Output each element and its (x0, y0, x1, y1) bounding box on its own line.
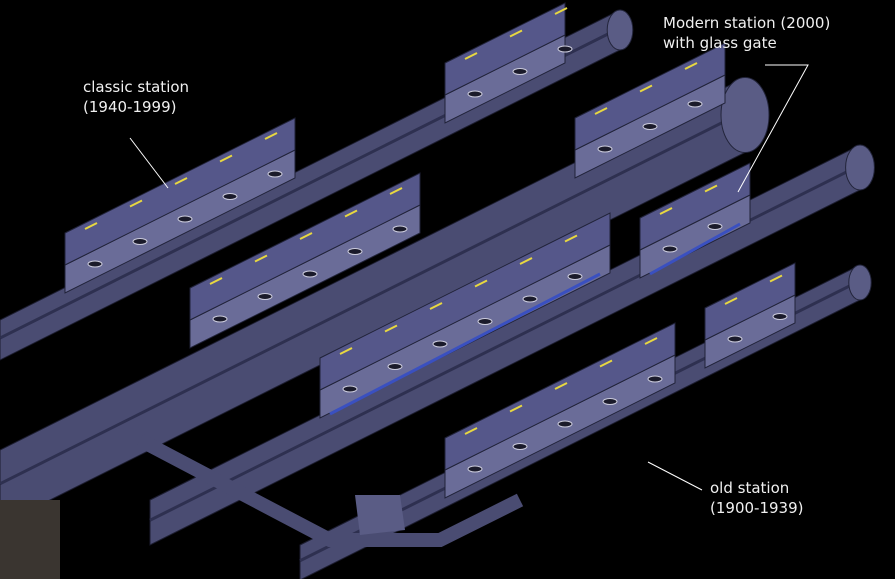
ceiling-light (474, 279, 488, 288)
shaft (355, 495, 405, 535)
ceiling-light (174, 177, 188, 185)
ceiling-light (519, 257, 533, 265)
platform-sign (647, 375, 663, 383)
ceiling-light (344, 209, 358, 218)
ceiling-light (254, 254, 268, 263)
ceiling-light (554, 7, 568, 15)
ground-block (0, 500, 60, 579)
platform-sign (567, 273, 583, 280)
platform-sign (597, 145, 613, 153)
tunnel-1-portal (606, 9, 634, 51)
platform-sign (707, 223, 723, 230)
ceiling-light (644, 337, 658, 345)
platform-sign (512, 68, 528, 75)
ceiling-light (429, 302, 443, 310)
platform-sign (132, 238, 148, 245)
tunnel-3-portal (845, 144, 875, 191)
arrow-classic (129, 137, 169, 189)
station-5-wall (444, 2, 566, 96)
ceiling-light (464, 427, 478, 435)
ceiling-light (209, 277, 223, 285)
station-8-wall (704, 262, 796, 341)
arrow-modern (737, 64, 809, 193)
tunnel-2-portal (720, 77, 770, 153)
ceiling-light (264, 132, 278, 140)
platform-sign (662, 245, 678, 253)
tunnel-2-track (0, 109, 746, 486)
ceiling-light (564, 234, 578, 243)
ceiling-light (509, 404, 523, 413)
platform-sign (177, 215, 193, 223)
classic-station-title: classic station (83, 78, 190, 96)
ceiling-light (724, 297, 738, 305)
ceiling-light (129, 199, 143, 208)
ceiling-light (639, 84, 653, 93)
ceiling-light (704, 184, 718, 193)
platform-sign (257, 293, 273, 300)
platform-sign (727, 335, 743, 343)
platform-sign (772, 313, 788, 320)
platform-sign (392, 225, 408, 233)
platform-sign (557, 45, 573, 53)
modern-station-title: Modern station (2000) (663, 14, 831, 32)
ceiling-light (84, 222, 98, 230)
glass-gate (649, 222, 741, 276)
ceiling-light (339, 347, 353, 355)
platform-sign (347, 248, 363, 255)
platform-sign (477, 318, 493, 325)
ceiling-light (554, 382, 568, 390)
platform-sign (222, 193, 238, 200)
ceiling-light (299, 232, 313, 240)
platform-sign (87, 260, 103, 268)
station-7-wall (639, 162, 751, 251)
modern-station-label: Modern station (2000) with glass gate (663, 13, 830, 53)
ceiling-light (684, 62, 698, 70)
ceiling-light (509, 29, 523, 38)
station-3-wall (319, 212, 611, 391)
platform-sign (642, 123, 658, 130)
platform-sign (302, 270, 318, 278)
ceiling-light (219, 154, 233, 163)
station-2-wall (189, 172, 421, 321)
platform-sign (342, 385, 358, 393)
classic-station-label: classic station (1940-1999) (83, 77, 189, 117)
classic-station-years: (1940-1999) (83, 98, 177, 116)
platform-sign (467, 465, 483, 473)
platform-sign (467, 90, 483, 98)
ceiling-light (769, 274, 783, 283)
platform-sign (557, 420, 573, 428)
platform-sign (212, 315, 228, 323)
platform-sign (602, 398, 618, 405)
ceiling-light (384, 324, 398, 333)
platform-sign (387, 363, 403, 370)
glass-gate (329, 272, 601, 416)
platform-sign (432, 340, 448, 348)
modern-station-subtitle: with glass gate (663, 34, 777, 52)
platform-sign (267, 170, 283, 178)
ceiling-light (389, 187, 403, 195)
tunnel-4-portal (848, 264, 872, 301)
connector-track (136, 433, 524, 547)
ceiling-light (599, 359, 613, 368)
old-station-label: old station(1900-1939) (710, 478, 803, 518)
station-1-wall (64, 117, 296, 266)
arrow-old (647, 461, 703, 491)
ceiling-light (594, 107, 608, 115)
platform-sign (522, 295, 538, 303)
ceiling-light (659, 207, 673, 215)
platform-sign (512, 443, 528, 450)
station-6-wall (574, 42, 726, 151)
old-station-title: old station(1900-1939) (710, 479, 804, 517)
station-4-wall (444, 322, 676, 471)
platform-sign (687, 100, 703, 108)
ceiling-light (464, 52, 478, 60)
